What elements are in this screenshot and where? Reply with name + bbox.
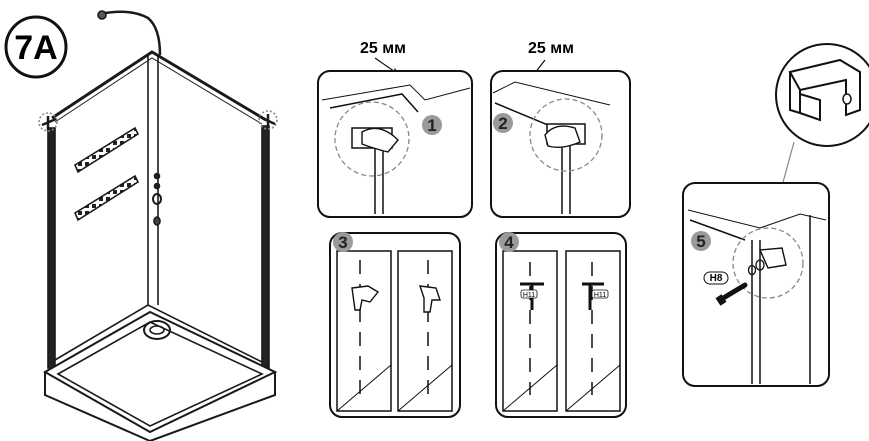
control-knob-icon [153, 182, 161, 190]
step-number-3: 3 [338, 233, 347, 252]
shower-head-icon [97, 10, 107, 20]
panel-3: 3 [329, 232, 461, 418]
step-label: 7A [14, 29, 57, 67]
step-number-4: 4 [504, 233, 514, 252]
screw-icon [717, 282, 748, 303]
dimension-label-1: 25 мм [360, 40, 406, 57]
drain-icon [143, 320, 171, 340]
panel-1: 25 мм 1 [317, 40, 473, 218]
panel-2: 25 мм 2 [490, 40, 631, 218]
shower-enclosure [38, 10, 278, 441]
tag-h11-right: H11 [594, 292, 606, 299]
drill-icon [418, 285, 441, 313]
drill-icon [351, 285, 380, 311]
panel-4: H11 H11 4 [495, 232, 627, 418]
bracket-callout-left [38, 112, 58, 132]
left-wall-profile [47, 127, 56, 369]
bracket-callout-right [258, 110, 278, 130]
hand-icon [361, 127, 399, 153]
hammer-icon [582, 282, 604, 310]
step-number-2: 2 [498, 114, 507, 133]
shelf-lower [73, 174, 140, 222]
step-number-1: 1 [427, 116, 436, 135]
shower-hose [99, 10, 162, 56]
step-label-badge: 7A [4, 15, 68, 79]
step-number-5: 5 [696, 232, 705, 251]
handshower-holder-icon [153, 216, 161, 226]
mixer-icon [152, 193, 162, 205]
right-wall-profile [261, 125, 270, 369]
shower-tray [42, 310, 278, 434]
bracket-detail-icon [788, 58, 861, 117]
tag-h11-left: H11 [523, 292, 535, 299]
shelf-upper [73, 126, 140, 174]
dimension-label-2: 25 мм [528, 40, 574, 57]
panel-5: H8 5 [682, 43, 869, 387]
control-knob-icon [153, 172, 161, 180]
tag-h8: H8 [710, 273, 723, 284]
